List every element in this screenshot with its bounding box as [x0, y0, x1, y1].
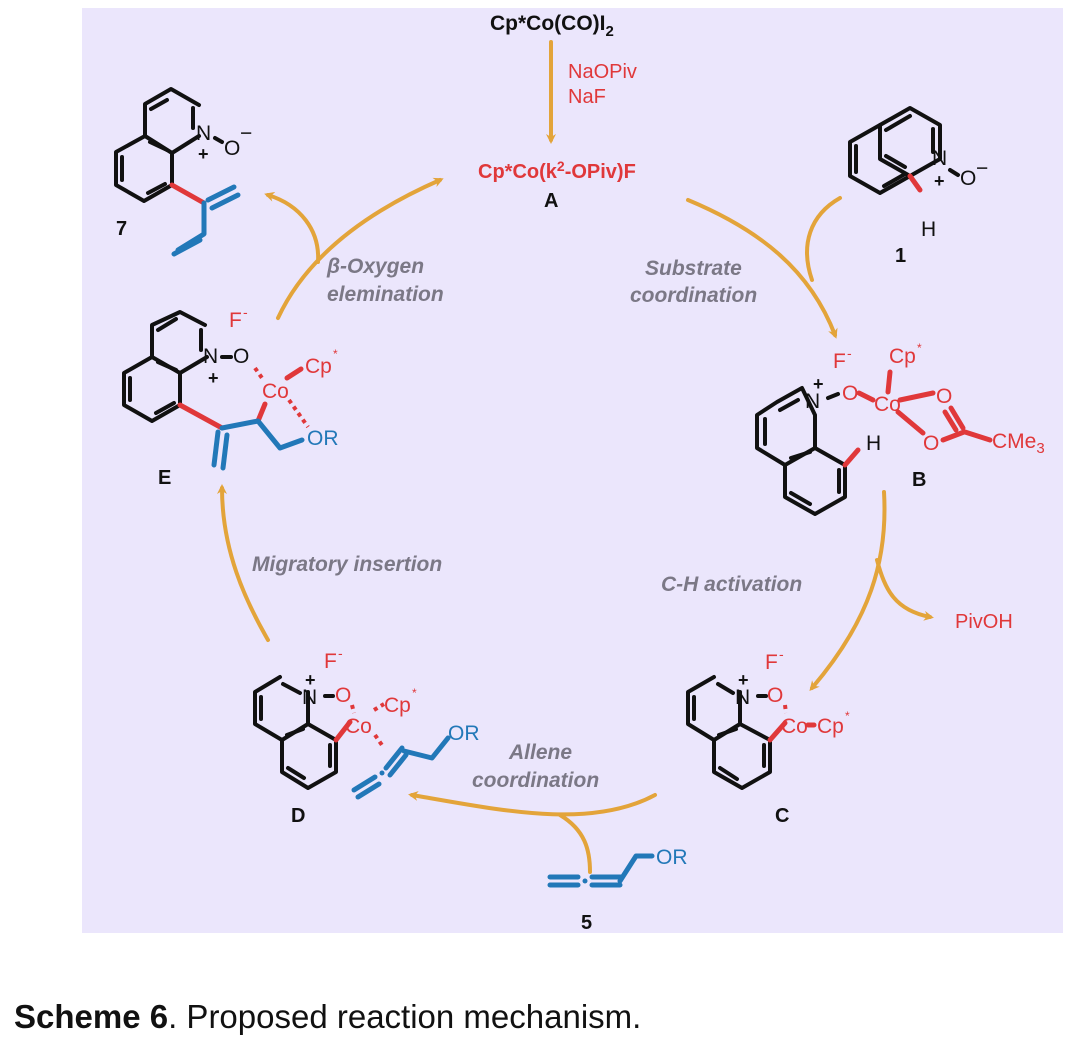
svg-text:+: + — [208, 368, 219, 388]
svg-text:−: − — [240, 122, 252, 145]
allene-5-label: 5 — [581, 912, 592, 934]
byproduct-pivoh: PivOH — [955, 611, 1013, 633]
species-C-label: C — [775, 805, 789, 827]
svg-text:Co: Co — [874, 393, 901, 416]
svg-text:+: + — [738, 670, 749, 690]
reagent-naf: NaF — [568, 86, 606, 108]
product-7-label: 7 — [116, 218, 127, 240]
figure-caption: Scheme 6. Proposed reaction mechanism. — [14, 998, 641, 1036]
product-release-arrow — [264, 192, 321, 264]
species-A: Cp*Co(k2-OPiv)F A — [478, 158, 636, 212]
svg-text:−: − — [976, 157, 988, 180]
arrow-C-to-D — [408, 791, 657, 817]
species-C: N + O F - Co Cp * C — [686, 646, 850, 827]
arrow-A-to-B — [686, 198, 838, 339]
species-D-label: D — [291, 805, 305, 827]
svg-text:-: - — [779, 646, 784, 662]
svg-text:Co: Co — [345, 715, 372, 738]
svg-text:H: H — [866, 432, 881, 455]
svg-text:-: - — [243, 304, 248, 320]
step-beta-oxygen-line2: elemination — [327, 283, 444, 306]
reagent-naopiv: NaOPiv — [568, 61, 637, 83]
species-B-label: B — [912, 469, 926, 491]
allene-5: OR 5 — [547, 846, 688, 934]
pivoh-release-arrow — [875, 558, 934, 621]
svg-text:F: F — [765, 651, 778, 674]
allene-entry-arrow — [558, 813, 592, 874]
caption-text: . Proposed reaction mechanism. — [168, 998, 642, 1035]
svg-text:O: O — [224, 137, 240, 160]
substrate-1-label: 1 — [895, 245, 906, 267]
svg-text:O: O — [842, 382, 858, 405]
svg-text:N: N — [805, 390, 820, 413]
svg-text:N: N — [203, 345, 218, 368]
svg-text:*: * — [333, 347, 338, 361]
svg-text:+: + — [813, 374, 824, 394]
svg-text:-: - — [847, 345, 852, 361]
svg-text:O: O — [936, 385, 952, 408]
svg-text:O: O — [233, 345, 249, 368]
svg-text:F: F — [833, 350, 846, 373]
species-E: N + O F - Co Cp * OR E — [122, 304, 339, 489]
svg-text:O: O — [960, 167, 976, 190]
species-E-label: E — [158, 467, 171, 489]
svg-text:+: + — [934, 171, 945, 191]
svg-text:N: N — [932, 147, 947, 170]
species-A-formula: Cp*Co(k2-OPiv)F — [478, 158, 636, 183]
substrate-1: N O − + H 1 — [848, 106, 988, 267]
svg-text:*: * — [845, 709, 850, 723]
svg-text:OR: OR — [307, 427, 339, 450]
svg-text:*: * — [917, 341, 922, 355]
svg-text:H: H — [921, 218, 936, 241]
svg-text:+: + — [305, 670, 316, 690]
svg-text:Cp: Cp — [889, 345, 916, 368]
species-A-label: A — [544, 190, 558, 212]
svg-text:N: N — [735, 686, 750, 709]
svg-text:-: - — [338, 645, 343, 661]
substrate-entry-arrow — [805, 196, 842, 282]
svg-text:*: * — [412, 686, 417, 700]
step-migratory-insertion: Migratory insertion — [252, 553, 442, 576]
step-beta-oxygen-line1: β-Oxygen — [326, 255, 424, 278]
svg-text:F: F — [229, 309, 242, 332]
svg-text:O: O — [335, 684, 351, 707]
step-ch-activation: C-H activation — [661, 573, 802, 596]
svg-text:F: F — [324, 650, 337, 673]
svg-text:N: N — [302, 686, 317, 709]
svg-text:OR: OR — [656, 846, 688, 869]
arrow-B-to-C — [809, 490, 887, 692]
svg-text:N: N — [196, 122, 211, 145]
step-substrate-coordination-line1: Substrate — [645, 257, 742, 280]
svg-text:Cp: Cp — [305, 355, 332, 378]
svg-text:O: O — [767, 684, 783, 707]
step-allene-coordination-line2: coordination — [472, 769, 599, 792]
svg-text:Co: Co — [781, 715, 808, 738]
product-7: N + O − 7 — [114, 87, 252, 257]
caption-label: Scheme 6 — [14, 998, 169, 1035]
svg-text:O: O — [923, 432, 939, 455]
species-D: N + O F - Co Cp * OR D — [253, 645, 480, 827]
arrow-D-to-E — [217, 484, 270, 642]
arrow-E-to-A — [276, 177, 444, 320]
svg-text:Cp: Cp — [817, 715, 844, 738]
svg-text:CMe3: CMe3 — [992, 430, 1045, 457]
svg-text:Cp: Cp — [384, 694, 411, 717]
step-substrate-coordination-line2: coordination — [630, 284, 757, 307]
precatalyst-formula: Cp*Co(CO)I2 — [490, 12, 614, 40]
species-B: N + O F - Co Cp * O O CMe3 H B — [755, 341, 1045, 516]
precatalyst: Cp*Co(CO)I2 — [490, 12, 614, 40]
svg-text:+: + — [198, 144, 209, 164]
svg-text:Co: Co — [262, 380, 289, 403]
step-allene-coordination-line1: Allene — [508, 741, 572, 764]
svg-text:OR: OR — [448, 722, 480, 745]
